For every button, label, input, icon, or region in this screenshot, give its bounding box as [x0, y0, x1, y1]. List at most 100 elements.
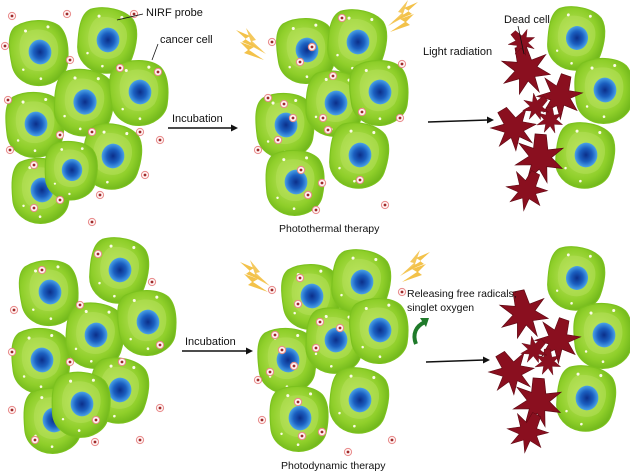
nirf-probe [357, 107, 367, 117]
nirf-probe [267, 285, 277, 295]
nirf-probe [95, 190, 105, 200]
nucleus [565, 26, 589, 50]
nirf-probe [135, 127, 145, 137]
nirf-probe-internalized [295, 273, 305, 283]
nirf-probe [140, 170, 150, 180]
nirf-probe-internalized [317, 178, 327, 188]
nirf-probe [263, 93, 273, 103]
cancer-cell [44, 140, 98, 201]
nirf-probe [328, 71, 338, 81]
nirf-probe [117, 357, 127, 367]
nirf-probe [397, 59, 407, 69]
dead-cell [522, 92, 550, 121]
nirf-probe [65, 357, 75, 367]
nucleus [128, 79, 152, 105]
cancer-cell [547, 246, 606, 311]
nirf-probe [267, 37, 277, 47]
dead-cell [487, 350, 535, 396]
lightning-burst-icon [400, 250, 430, 282]
nirf-probe-internalized [303, 190, 313, 200]
nirf-probe-internalized [277, 345, 287, 355]
nirf-probe [253, 375, 263, 385]
nirf-probe [397, 287, 407, 297]
nirf-probe-internalized [293, 299, 303, 309]
nucleus [108, 377, 132, 403]
nirf-probe [135, 435, 145, 445]
nucleus [592, 322, 616, 348]
incubation-label-top: Incubation [172, 113, 223, 125]
lightning-burst-icon [388, 0, 418, 32]
nirf-probe [337, 13, 347, 23]
cancer-cell [556, 365, 617, 432]
nucleus [28, 39, 52, 65]
cancer-leader-line [151, 43, 159, 61]
cancer-cell [109, 60, 169, 127]
nirf-probe-internalized [315, 317, 325, 327]
nirf-probe-internalized [293, 397, 303, 407]
nirf-probe [93, 249, 103, 259]
nucleus [73, 89, 97, 115]
cancer-cell [117, 290, 177, 357]
nucleus [108, 257, 132, 283]
nucleus [300, 283, 324, 309]
nirf-probe [30, 435, 40, 445]
nucleus [61, 158, 83, 182]
nirf-probe [311, 205, 321, 215]
light-bursts-layer [236, 0, 430, 292]
nucleus [368, 317, 392, 343]
photodynamic-therapy-label: Photodynamic therapy [281, 460, 386, 472]
cancer-cell [65, 302, 125, 369]
nucleus [565, 266, 589, 290]
nirf-probe-internalized [318, 113, 328, 123]
nucleus [30, 347, 54, 373]
cancer-cell [51, 371, 111, 438]
cancer-cell-label: cancer cell [160, 34, 213, 46]
nirf-leader-line [116, 13, 144, 21]
nirf-probe [9, 305, 19, 315]
nirf-probe [87, 217, 97, 227]
nirf-probe [5, 145, 15, 155]
dead-cell [489, 106, 537, 152]
therapy-arrow-bottom [425, 356, 490, 364]
dead-cell-label: Dead cell [504, 14, 550, 26]
cancer-cell [53, 68, 115, 137]
nucleus [575, 385, 599, 411]
nucleus [350, 269, 374, 295]
nirf-probe [29, 203, 39, 213]
nirf-probe [115, 63, 125, 73]
nirf-probe-internalized [288, 113, 298, 123]
nirf-probe [55, 195, 65, 205]
nirf-probe [153, 67, 163, 77]
nirf-probe [343, 447, 353, 457]
nirf-probe [155, 403, 165, 413]
nirf-probe [55, 130, 65, 140]
nirf-probe [91, 415, 101, 425]
nucleus [38, 279, 62, 305]
nirf-probe-internalized [335, 323, 345, 333]
nirf-probe-internalized [265, 367, 275, 377]
cancer-cell [89, 237, 150, 304]
nirf-probe [387, 435, 397, 445]
nucleus [574, 142, 598, 168]
cells-layer [5, 6, 630, 454]
nucleus [324, 327, 348, 353]
nirf-probe-internalized [297, 431, 307, 441]
cancer-cell [547, 6, 606, 71]
dead-cells-layer [487, 28, 584, 454]
nirf-probe [75, 300, 85, 310]
cancer-cell [555, 122, 616, 189]
cancer-cell [574, 57, 630, 125]
nucleus [136, 309, 160, 335]
nirf-probe-internalized [317, 427, 327, 437]
dead-cell [534, 348, 562, 376]
incubation-label-bottom: Incubation [185, 336, 236, 348]
probes-layer [0, 9, 407, 457]
cancer-cell [8, 20, 69, 87]
nucleus [284, 169, 308, 195]
nucleus [96, 27, 120, 53]
nucleus [368, 79, 392, 105]
dead-cell [536, 106, 564, 134]
cancer-cell [77, 7, 138, 74]
nirf-probe [7, 11, 17, 21]
dead-cell [500, 45, 552, 96]
